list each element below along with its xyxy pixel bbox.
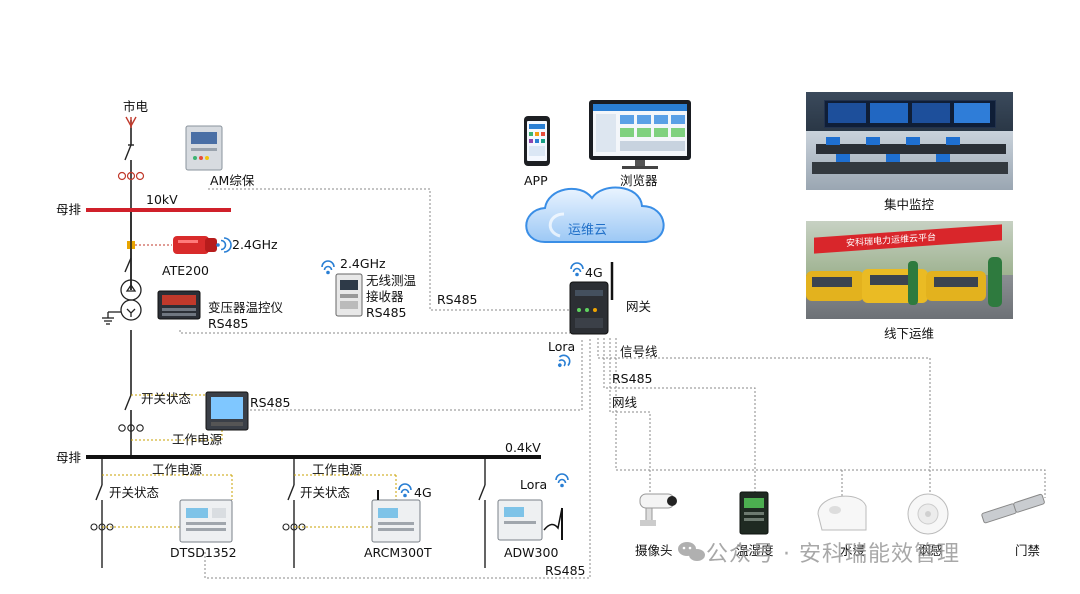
- transformer-rs485-label: RS485: [208, 316, 249, 331]
- current-transformer-icon: [117, 171, 145, 181]
- city-power-arrow-icon: [125, 116, 137, 128]
- gateway-lora-label: Lora: [548, 339, 576, 354]
- dtsd-switch-state-label: 开关状态: [109, 485, 160, 500]
- wireless-receiver-icon: [335, 273, 363, 317]
- dtsd-work-power-label: 工作电源: [152, 462, 203, 477]
- dtsd1352-meter-icon: [179, 499, 233, 543]
- switch-state-main-label: 开关状态: [141, 391, 192, 406]
- water-label: 水浸: [840, 543, 866, 558]
- receiver-label-line2: 接收器: [366, 289, 404, 304]
- door-label: 门禁: [1015, 543, 1041, 558]
- hv-level-label: 10kV: [146, 192, 178, 207]
- busbar-label-top: 母排: [56, 202, 82, 217]
- hv-busbar: [86, 208, 231, 212]
- smoke-detector-icon: [907, 493, 949, 535]
- adw-net-label: Lora: [520, 477, 548, 492]
- am-protection-label: AM综保: [210, 173, 255, 188]
- multifunction-meter-icon: [205, 391, 249, 431]
- lv-main-switch: [124, 394, 132, 411]
- wifi-icon: [558, 354, 571, 367]
- arcm-switch-state-label: 开关状态: [300, 485, 351, 500]
- lv-busbar: [86, 455, 541, 459]
- gateway-net-label: 4G: [585, 265, 603, 280]
- central-monitor-label: 集中监控: [884, 197, 935, 212]
- transformer-icon: [102, 279, 142, 325]
- temp-humidity-label: 温湿度: [736, 543, 774, 558]
- offline-ops-photo: 安科瑞电力运维云平台: [806, 221, 1013, 319]
- wechat-icon: [678, 542, 705, 561]
- busbar-label-bottom: 母排: [56, 450, 82, 465]
- phone-app-icon: [524, 116, 550, 166]
- transformer-temp-controller-icon: [157, 290, 201, 320]
- receiver-freq-label: 2.4GHz: [340, 256, 386, 271]
- ate200-sensor-icon: [173, 236, 217, 254]
- arcm-name-label: ARCM300T: [364, 545, 432, 560]
- ops-cloud-icon: [525, 186, 665, 243]
- temp-humidity-sensor-icon: [739, 491, 769, 535]
- gateway-device-icon: [569, 262, 614, 335]
- receiver-label-line1: 无线测温: [366, 273, 417, 288]
- camera-icon: [639, 493, 677, 526]
- am-protection-device-icon: [185, 125, 223, 171]
- lv-branches: [95, 459, 486, 568]
- arcm-net-label: 4G: [414, 485, 432, 500]
- wifi-icon: [321, 260, 335, 275]
- wifi-icon: [216, 237, 232, 253]
- wifi-icon: [555, 473, 569, 488]
- hv-breaker-lower: [124, 257, 132, 273]
- adw300-meter-icon: [497, 499, 563, 541]
- offline-ops-label: 线下运维: [884, 326, 935, 341]
- lv-level-label: 0.4kV: [505, 440, 541, 455]
- cloud-label: 运维云: [568, 223, 608, 238]
- wifi-icon: [570, 262, 584, 277]
- transformer-ctrl-label: 变压器温控仪: [208, 300, 284, 315]
- app-label: APP: [524, 173, 548, 188]
- comm-lines: [179, 188, 1046, 579]
- aux-power-lines: [102, 474, 397, 528]
- central-monitoring-photo: [806, 92, 1013, 190]
- gateway-label: 网关: [626, 299, 652, 314]
- bottom-rs485-label: RS485: [545, 563, 586, 578]
- work-power-main-label: 工作电源: [172, 432, 223, 447]
- ate200-label: ATE200: [162, 263, 209, 278]
- gateway-rs485-label: RS485: [437, 292, 478, 307]
- smoke-label: 烟感: [918, 543, 944, 558]
- camera-label: 摄像头: [635, 543, 673, 558]
- arcm-work-power-label: 工作电源: [312, 462, 363, 477]
- browser-monitor-icon: [589, 100, 691, 169]
- hv-breaker-top: [124, 144, 134, 161]
- water-leak-sensor-icon: [817, 495, 867, 531]
- door-sensor-icon: [981, 493, 1045, 524]
- ate200-freq-label: 2.4GHz: [232, 237, 278, 252]
- wifi-icon: [398, 483, 412, 498]
- current-transformer-icon: [118, 424, 144, 432]
- receiver-rs485-label: RS485: [366, 305, 407, 320]
- network-line-label: 网线: [612, 395, 638, 410]
- meter-rs485-label: RS485: [250, 395, 291, 410]
- browser-label: 浏览器: [620, 173, 658, 188]
- watermark: 公众号 · 安科瑞能效管理: [706, 542, 960, 567]
- signal-line-label: 信号线: [620, 344, 658, 359]
- rs485-line-label: RS485: [612, 371, 653, 386]
- dtsd-name-label: DTSD1352: [170, 545, 237, 560]
- adw-name-label: ADW300: [504, 545, 559, 560]
- city-power-label: 市电: [123, 99, 149, 114]
- arcm300t-device-icon: [371, 490, 421, 543]
